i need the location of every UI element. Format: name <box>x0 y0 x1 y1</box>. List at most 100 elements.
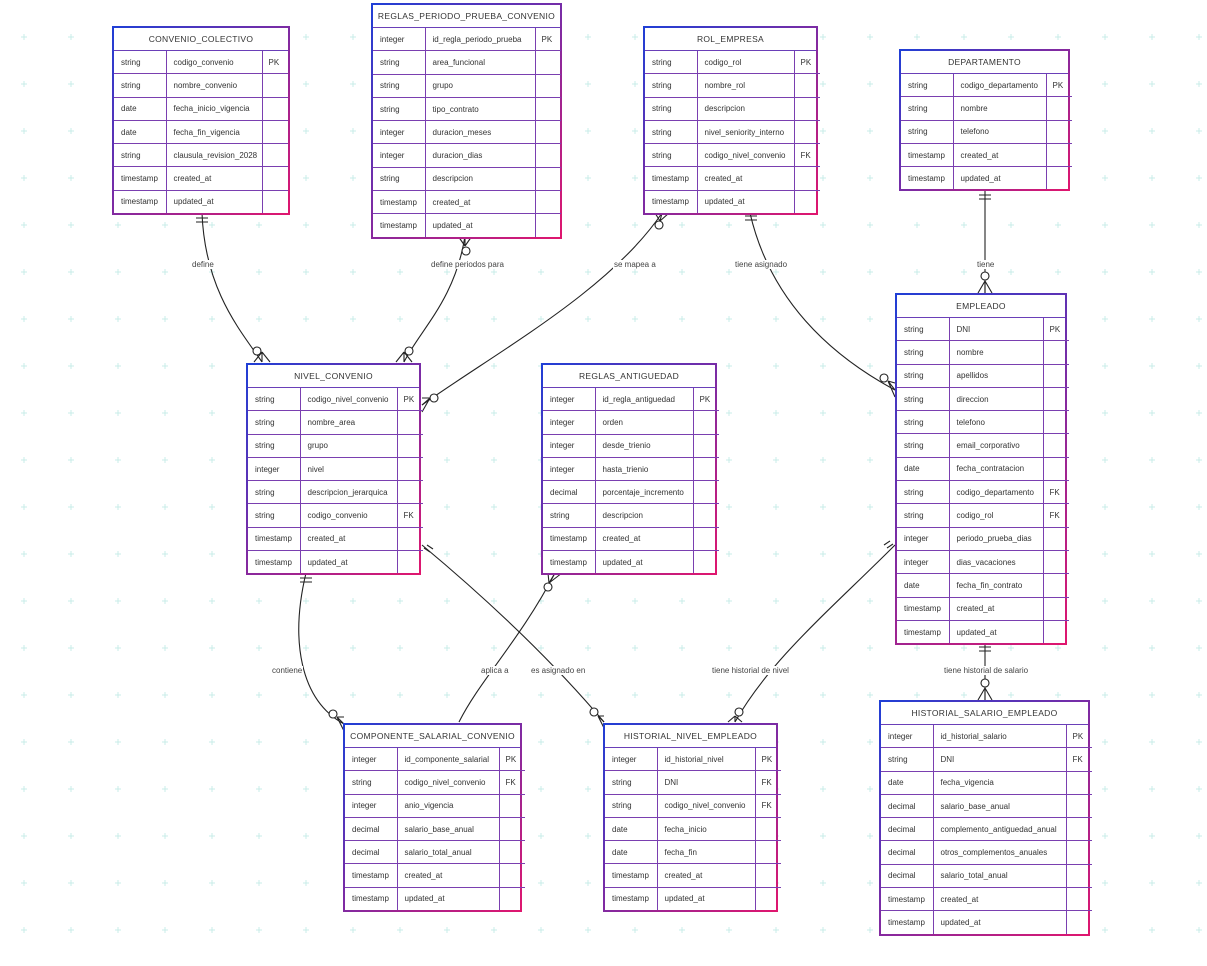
attribute-type: string <box>114 51 167 75</box>
attribute-type: timestamp <box>605 887 658 911</box>
attribute-type: date <box>605 817 658 842</box>
attribute-key: FK <box>794 143 820 168</box>
attribute-type: integer <box>605 748 658 772</box>
attribute-key <box>262 190 288 213</box>
attribute-name: codigo_nivel_convenio <box>697 143 795 168</box>
attribute-type: string <box>373 50 426 75</box>
attribute-name: codigo_rol <box>697 51 795 75</box>
attribute-key <box>535 190 561 215</box>
attribute-key <box>1043 433 1069 458</box>
attribute-type: string <box>114 73 167 98</box>
attribute-type: integer <box>543 434 596 458</box>
attribute-name: updated_at <box>697 190 795 214</box>
entity-title: REGLAS_ANTIGUEDAD <box>543 365 715 388</box>
attribute-type: integer <box>373 143 426 168</box>
attribute-key <box>1066 840 1092 865</box>
attribute-name: created_at <box>953 143 1047 168</box>
attribute-name: salario_base_anual <box>933 794 1067 819</box>
attribute-key <box>755 840 781 865</box>
attribute-type: string <box>897 340 950 365</box>
attribute-key <box>397 457 423 482</box>
attribute-key: PK <box>693 388 719 412</box>
attribute-type: timestamp <box>345 887 398 911</box>
attribute-key: PK <box>1066 725 1092 749</box>
attribute-type: decimal <box>345 840 398 865</box>
relationship-label: tiene historial de salario <box>943 666 1030 675</box>
attribute-key <box>693 527 719 552</box>
attribute-type: decimal <box>881 840 934 865</box>
attribute-name: direccion <box>949 387 1044 412</box>
attribute-type: string <box>897 433 950 458</box>
attribute-key <box>794 73 820 98</box>
attribute-name: updated_at <box>933 910 1067 934</box>
attribute-key <box>1043 573 1069 598</box>
attribute-type: integer <box>543 457 596 482</box>
entity-title: EMPLEADO <box>897 295 1065 318</box>
attribute-type: integer <box>248 457 301 482</box>
attribute-key: FK <box>755 770 781 795</box>
attribute-key <box>535 50 561 75</box>
attribute-type: string <box>373 167 426 192</box>
attribute-type: string <box>897 387 950 412</box>
attribute-name: DNI <box>949 318 1044 342</box>
attribute-key <box>1043 597 1069 621</box>
entity-title: HISTORIAL_NIVEL_EMPLEADO <box>605 725 776 748</box>
attribute-type: timestamp <box>345 863 398 888</box>
attribute-name: DNI <box>657 770 756 795</box>
attribute-name: nivel_seniority_interno <box>697 120 795 145</box>
attribute-key: FK <box>499 770 525 795</box>
attribute-name: nombre_convenio <box>166 73 263 98</box>
attribute-name: nombre_rol <box>697 73 795 98</box>
attribute-key <box>1046 143 1072 168</box>
attribute-type: timestamp <box>881 910 934 934</box>
attribute-type: date <box>897 457 950 482</box>
attribute-key <box>262 120 288 145</box>
attribute-type: date <box>114 120 167 145</box>
attribute-key <box>262 166 288 191</box>
attribute-key <box>794 166 820 191</box>
attribute-type: string <box>645 97 698 121</box>
attribute-key: PK <box>397 388 423 412</box>
attribute-type: string <box>897 364 950 388</box>
attribute-name: codigo_convenio <box>300 503 398 528</box>
attribute-key <box>1043 410 1069 435</box>
attribute-key <box>1066 794 1092 819</box>
attribute-key <box>499 794 525 818</box>
attribute-name: created_at <box>697 166 795 191</box>
attribute-type: timestamp <box>114 190 167 214</box>
attribute-type: integer <box>543 410 596 435</box>
attribute-name: updated_at <box>397 887 500 911</box>
attribute-key <box>1043 387 1069 412</box>
attribute-type: string <box>373 74 426 98</box>
